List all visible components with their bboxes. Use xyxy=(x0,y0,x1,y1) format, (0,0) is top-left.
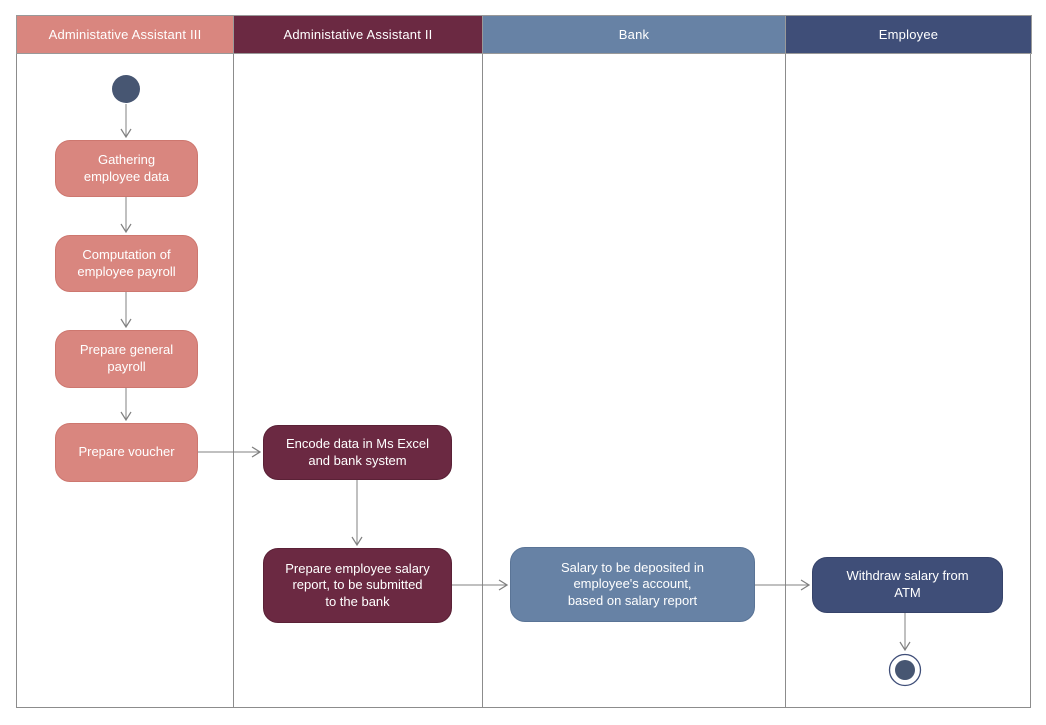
activity-encode-data-ms-excel-bank-system: Encode data in Ms Excel and bank system xyxy=(263,425,452,480)
initial-node xyxy=(112,75,140,103)
activity-label: Computation of employee payroll xyxy=(77,246,176,279)
final-node xyxy=(888,653,922,687)
lane-border-2-3 xyxy=(482,54,483,707)
lane-header-label: Administative Assistant II xyxy=(283,27,433,42)
lane-header-employee: Employee xyxy=(785,15,1032,54)
activity-prepare-voucher: Prepare voucher xyxy=(55,423,198,482)
lane-border-bottom xyxy=(16,707,1031,708)
lane-header-administative-assistant-ii: Administative Assistant II xyxy=(233,15,483,54)
activity-label: Encode data in Ms Excel and bank system xyxy=(285,435,430,468)
lane-header-label: Employee xyxy=(878,27,939,42)
lane-border-1-2 xyxy=(233,54,234,707)
activity-prepare-employee-salary-report: Prepare employee salary report, to be su… xyxy=(263,548,452,623)
activity-computation-of-employee-payroll: Computation of employee payroll xyxy=(55,235,198,292)
activity-withdraw-salary-from-atm: Withdraw salary from ATM xyxy=(812,557,1003,613)
activity-prepare-general-payroll: Prepare general payroll xyxy=(55,330,198,388)
activity-label: Prepare general payroll xyxy=(79,342,174,374)
activity-label: Prepare employee salary report, to be su… xyxy=(285,560,430,609)
activity-label: Gathering employee data xyxy=(83,151,170,184)
activity-label: Salary to be deposited in employee's acc… xyxy=(560,559,705,608)
lane-header-bank: Bank xyxy=(482,15,786,54)
activity-gathering-employee-data: Gathering employee data xyxy=(55,140,198,197)
lane-border-left xyxy=(16,54,17,707)
lane-header-label: Administative Assistant III xyxy=(48,27,202,42)
lane-header-administative-assistant-iii: Administative Assistant III xyxy=(16,15,234,54)
activity-salary-deposited-in-account: Salary to be deposited in employee's acc… xyxy=(510,547,755,622)
lane-border-right xyxy=(1030,54,1031,707)
lane-border-3-4 xyxy=(785,54,786,707)
lane-header-label: Bank xyxy=(618,27,650,42)
activity-label: Prepare voucher xyxy=(78,444,175,460)
activity-label: Withdraw salary from ATM xyxy=(846,568,969,600)
